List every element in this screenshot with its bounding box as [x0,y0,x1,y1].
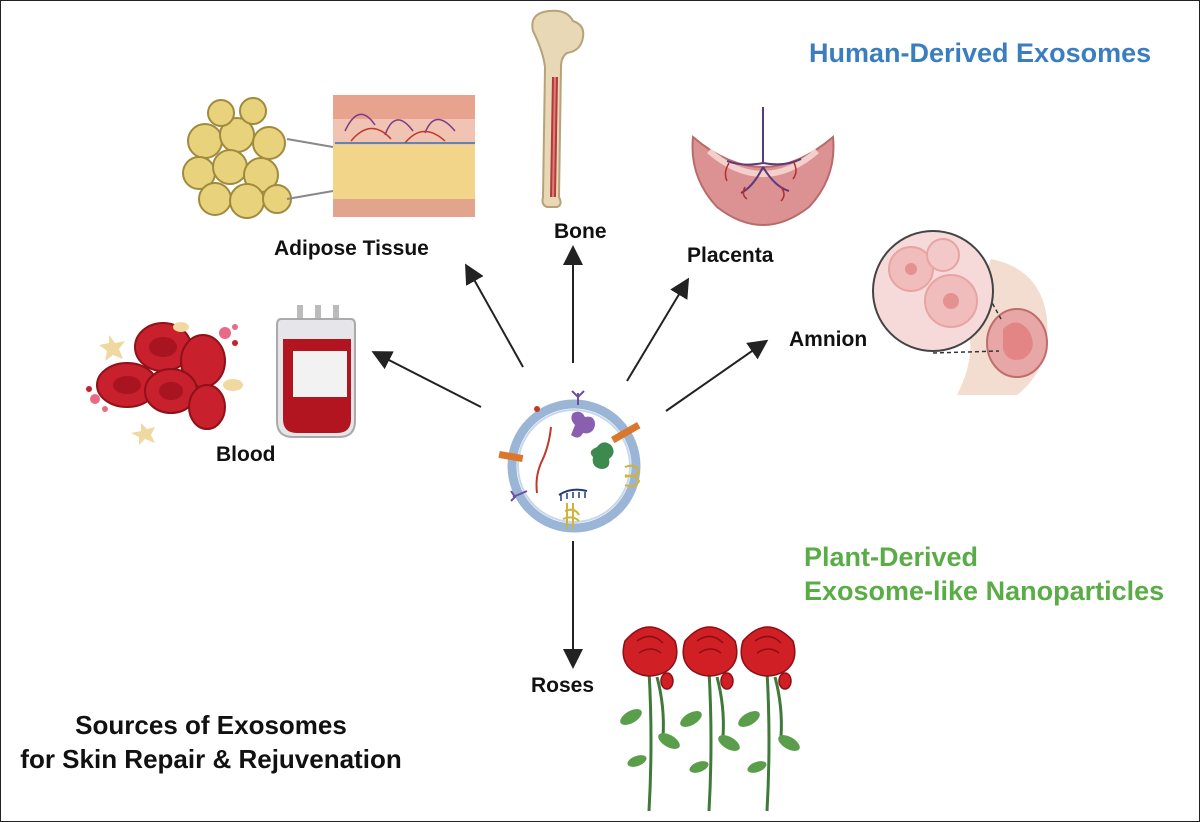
arrow-to-blood [371,351,482,408]
adipose-tissue-icon [182,95,475,219]
bone-icon [531,9,585,208]
arrow-to-adipose [465,263,524,368]
label-blood: Blood [216,443,276,466]
roses-icon [620,626,800,812]
footer-caption: Sources of Exosomes for Skin Repair & Re… [15,709,407,777]
placenta-icon [691,107,835,226]
label-adipose-tissue: Adipose Tissue [274,237,429,260]
plant-heading-line2: Exosome-like Nanoparticles [804,575,1165,606]
arrow-to-amnion [665,339,769,412]
plant-derived-heading: Plant-Derived Exosome-like Nanoparticles [804,541,1164,609]
label-amnion: Amnion [789,328,868,351]
blood-icon [86,305,356,445]
footer-line1: Sources of Exosomes [75,710,347,740]
exosome-icon [498,390,641,533]
amnion-icon [872,230,1048,395]
footer-line2: for Skin Repair & Rejuvenation [20,743,402,774]
arrow-to-placenta [626,277,690,382]
label-bone: Bone [554,220,607,243]
label-placenta: Placenta [687,244,774,267]
plant-heading-line1: Plant-Derived [804,542,979,572]
label-roses: Roses [531,674,595,697]
human-derived-heading: Human-Derived Exosomes [809,38,1152,68]
